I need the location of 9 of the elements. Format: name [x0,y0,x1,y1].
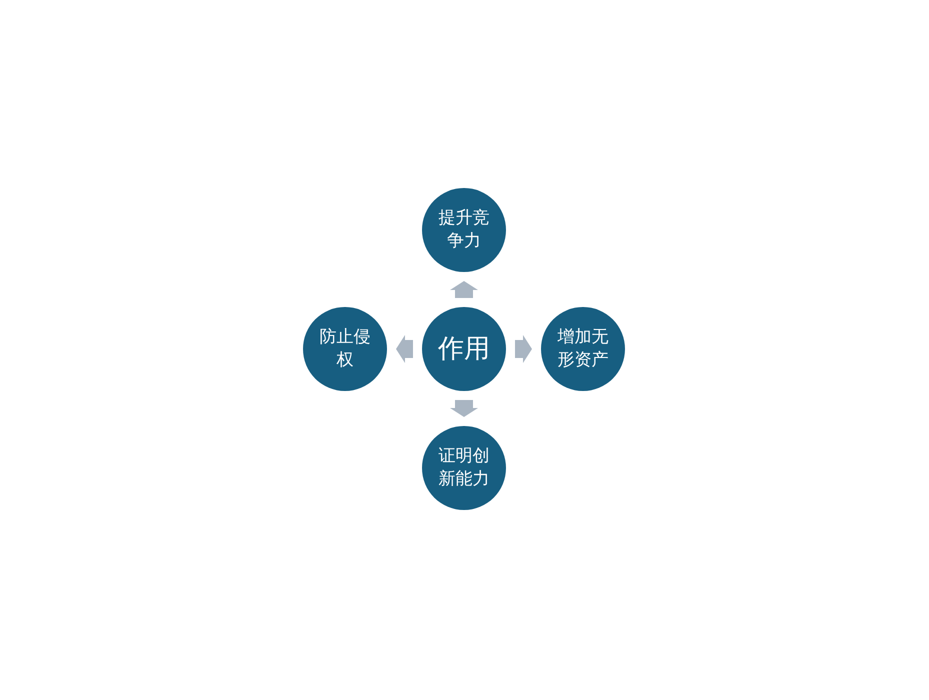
block-arrow [396,335,413,363]
node-label: 增加无形资产 [556,326,610,372]
block-arrow [450,400,478,417]
node-label: 提升竞争力 [438,207,490,253]
block-arrow [450,281,478,298]
node-label: 作用 [438,334,490,364]
node-label: 证明创新能力 [438,445,490,491]
node-label: 防止侵权 [318,326,372,372]
block-arrow [515,335,532,363]
